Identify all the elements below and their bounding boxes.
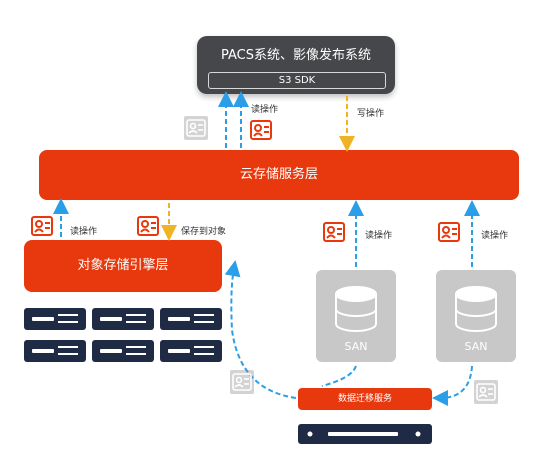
data-migration-service: 数据迁移服务 bbox=[298, 388, 432, 410]
server-icon bbox=[24, 308, 86, 330]
flow-label-read-left: 读操作 bbox=[70, 227, 98, 237]
server-icon bbox=[92, 340, 154, 362]
flow-label-read-san2: 读操作 bbox=[481, 231, 509, 241]
flow-label-read-top: 读操作 bbox=[251, 105, 279, 115]
san-label: SAN bbox=[464, 340, 488, 353]
pacs-system-box: PACS系统、影像发布系统 S3 SDK bbox=[197, 36, 395, 94]
migration-server-icon bbox=[298, 424, 432, 444]
document-icon bbox=[437, 220, 461, 244]
san-node-1: SAN bbox=[316, 270, 396, 362]
server-icon bbox=[160, 308, 222, 330]
document-icon bbox=[249, 118, 273, 142]
san-label: SAN bbox=[344, 340, 368, 353]
document-icon bbox=[474, 380, 498, 404]
arrow-san2-to-migrate bbox=[432, 365, 473, 406]
object-storage-engine-layer: 对象存储引擎层 bbox=[24, 240, 222, 292]
flow-label-read-san1: 读操作 bbox=[365, 231, 393, 241]
server-icon bbox=[24, 340, 86, 362]
flow-label-save-to-object: 保存到对象 bbox=[181, 227, 227, 237]
server-icon bbox=[92, 308, 154, 330]
document-icon bbox=[322, 220, 346, 244]
flow-label-write-top: 写操作 bbox=[357, 109, 385, 119]
document-icon bbox=[30, 214, 54, 238]
document-icon bbox=[230, 370, 254, 394]
pacs-title: PACS系统、影像发布系统 bbox=[220, 48, 371, 63]
s3-sdk-label: S3 SDK bbox=[208, 72, 386, 89]
document-icon bbox=[184, 116, 208, 140]
document-icon bbox=[136, 214, 160, 238]
server-icon bbox=[160, 340, 222, 362]
arrow-san1-to-migrate bbox=[321, 365, 357, 387]
cloud-storage-service-layer: 云存储服务层 bbox=[39, 150, 519, 200]
san-node-2: SAN bbox=[436, 270, 516, 362]
